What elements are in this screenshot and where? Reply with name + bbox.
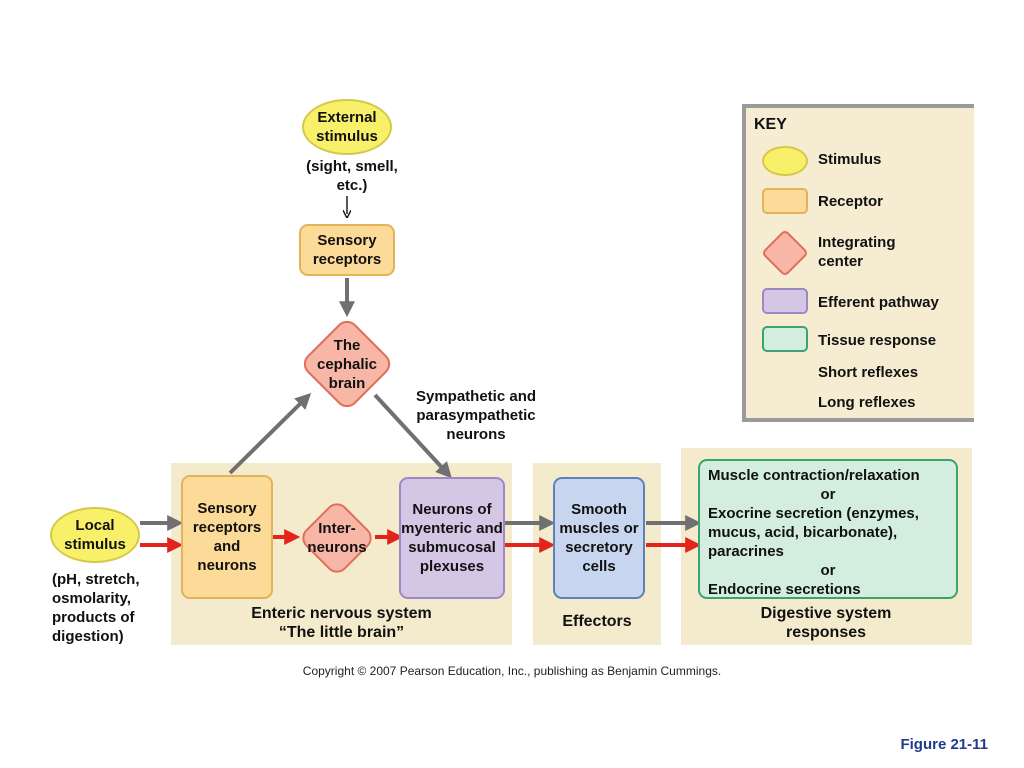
effectors-caption: Effectors [562, 613, 632, 630]
interneurons: Inter-neurons [297, 498, 377, 578]
digestive-caption: Digestive system responses [760, 605, 892, 641]
key-tissue-label: Tissue response [818, 332, 937, 349]
sensory-receptors-neurons: Sensory receptors and neurons [181, 475, 273, 599]
smooth-muscles: Smooth muscles or secretory cells [553, 477, 645, 599]
response-endocrine: Endocrine secretions [708, 581, 861, 598]
key-stimulus-label: Stimulus [818, 151, 882, 168]
external-stimulus-note: (sight, smell, etc.) [306, 158, 398, 194]
sensory-receptors-top: Sensory receptors [299, 224, 395, 276]
legend-key: KEY Stimulus Receptor Integrating center… [742, 104, 974, 422]
response-or-1: or [820, 486, 836, 503]
cephalic-brain-label: The cephalic brain [316, 336, 378, 392]
key-short-label: Short reflexes [818, 364, 919, 381]
external-stimulus: External stimulus [302, 99, 392, 155]
key-integrating-label: Integrating center [818, 234, 896, 270]
key-receptor-swatch [762, 188, 808, 214]
key-efferent-swatch [762, 288, 808, 314]
key-stimulus-swatch [762, 146, 808, 176]
key-tissue-swatch [762, 326, 808, 352]
local-stimulus-note: (pH, stretch, osmolarity, products of di… [52, 571, 140, 645]
long-arrow-cephalic-myenteric [373, 393, 452, 479]
enteric-title: Enteric nervous system [251, 605, 432, 622]
response-exocrine: Exocrine secretion (enzymes, mucus, acid… [708, 505, 919, 560]
key-efferent-label: Efferent pathway [818, 294, 939, 311]
cephalic-brain: The cephalic brain [298, 315, 396, 413]
myenteric-neurons: Neurons of myenteric and submucosal plex… [399, 477, 505, 599]
tissue-response: Muscle contraction/relaxation or Exocrin… [698, 459, 958, 599]
little-brain-title: “The little brain” [278, 624, 405, 641]
key-receptor-label: Receptor [818, 193, 884, 210]
response-or-2: or [820, 562, 836, 579]
figure-number: Figure 21-11 [900, 736, 988, 753]
key-title: KEY [754, 116, 787, 133]
key-integrating-swatch [760, 228, 810, 278]
interneurons-label: Inter-neurons [307, 520, 367, 556]
copyright: Copyright © 2007 Pearson Education, Inc.… [302, 664, 722, 678]
enteric-caption: Enteric nervous system “The little brain… [171, 604, 512, 642]
key-long-label: Long reflexes [818, 394, 916, 411]
long-arrow-enteric-cephalic [228, 392, 312, 475]
sympathetic-label: Sympathetic and parasympathetic neurons [415, 388, 537, 443]
local-stimulus: Local stimulus [50, 507, 140, 563]
response-muscle: Muscle contraction/relaxation [708, 467, 920, 484]
